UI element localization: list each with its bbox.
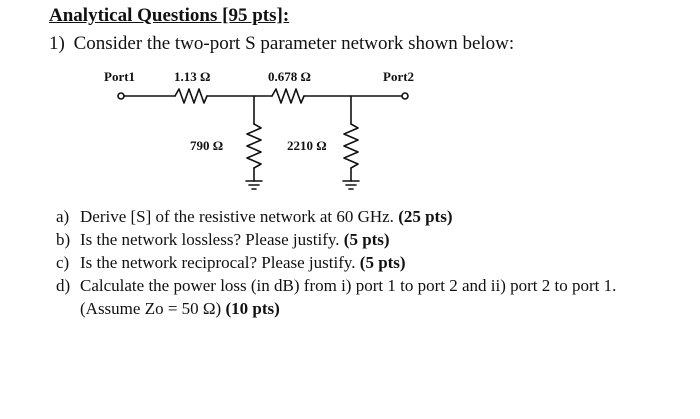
question-part-a: a) Derive [S] of the resistive network a… [56,205,680,228]
question-part-b: b) Is the network lossless? Please justi… [56,228,680,251]
port1-label: Port1 [104,69,136,84]
part-text: Derive [S] of the resistive network at 6… [80,207,394,226]
part-letter: a) [56,207,70,226]
part-points: (5 pts) [343,230,390,249]
part-letter: d) [56,276,71,295]
port1-terminal [117,92,125,100]
part-points: (10 pts) [225,299,280,318]
shunt-resistor-2-label: 2210 Ω [287,138,327,153]
question-number: 1) [49,33,65,54]
question-intro: 1) Consider the two-port S parameter net… [49,33,514,55]
shunt-resistor-2-symbol [343,123,359,169]
shunt-resistor-1-symbol [246,123,262,169]
port2-label: Port2 [383,69,415,84]
series-resistor-2-symbol [271,88,305,104]
part-points: (25 pts) [398,207,453,226]
question-parts-list: a) Derive [S] of the resistive network a… [56,205,680,320]
part-points: (5 pts) [359,253,406,272]
series-resistor-1-symbol [174,88,208,104]
part-text: Calculate the power loss (in dB) from i)… [80,276,617,318]
series-resistor-1-label: 1.13 Ω [174,69,211,84]
part-text: Is the network lossless? Please justify. [80,230,340,249]
part-text: Is the network reciprocal? Please justif… [80,253,356,272]
port2-terminal [401,92,409,100]
section-heading: Analytical Questions [95 pts]: [49,5,290,26]
shunt-resistor-1-label: 790 Ω [190,138,224,153]
series-resistor-2-label: 0.678 Ω [268,69,311,84]
part-letter: c) [56,253,70,272]
part-letter: b) [56,230,71,249]
question-part-d: d) Calculate the power loss (in dB) from… [56,274,680,320]
question-part-c: c) Is the network reciprocal? Please jus… [56,251,680,274]
question-text: Consider the two-port S parameter networ… [73,33,515,54]
